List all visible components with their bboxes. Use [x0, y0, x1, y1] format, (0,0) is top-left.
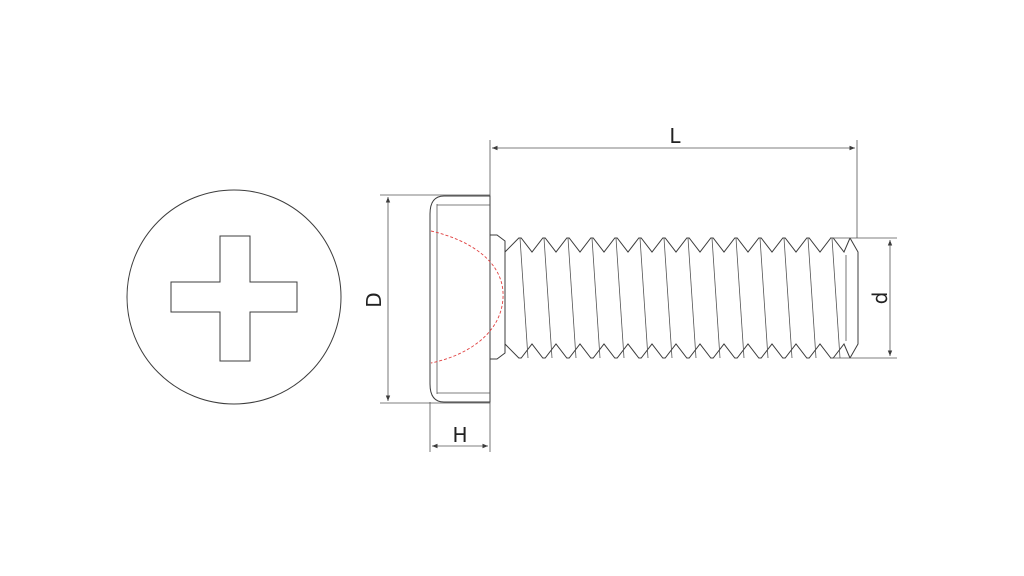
thread-flank-line — [783, 237, 793, 359]
screw-tip — [849, 237, 859, 359]
dimension-D-label: D — [362, 292, 386, 307]
thread-flank-line — [519, 237, 529, 359]
dimension-d: d — [830, 237, 897, 359]
thread-flank-line — [759, 237, 769, 359]
thread-flank-line — [807, 237, 817, 359]
pan-head-outline — [429, 195, 491, 403]
dimension-d-label: d — [868, 292, 892, 305]
recess-hidden-line — [430, 230, 504, 364]
phillips-cross-recess — [170, 235, 298, 362]
thread-crest-bottom — [504, 343, 851, 359]
thread-flank-line — [591, 237, 601, 359]
thread-flank-line — [639, 237, 649, 359]
screw-side-view — [429, 195, 859, 403]
thread-flank-line — [735, 237, 745, 359]
thread-flank-line — [663, 237, 673, 359]
thread-flank-line — [687, 237, 697, 359]
dimension-D: D — [362, 194, 490, 404]
head-top-view — [126, 189, 342, 405]
dimension-H-label: H — [452, 423, 467, 447]
head-outline-circle — [126, 189, 342, 405]
thread-flank-line — [543, 237, 553, 359]
thread-crest-top — [504, 237, 851, 253]
screw-neck — [490, 234, 506, 360]
dimension-H: H — [429, 402, 491, 452]
thread-flank-line — [711, 237, 721, 359]
thread-flank-line — [831, 237, 841, 359]
thread-flank-line — [567, 237, 577, 359]
thread-flank-lines — [519, 237, 841, 359]
dimension-L-label: L — [669, 124, 681, 148]
dimension-L: L — [489, 124, 858, 238]
thread-flank-line — [615, 237, 625, 359]
